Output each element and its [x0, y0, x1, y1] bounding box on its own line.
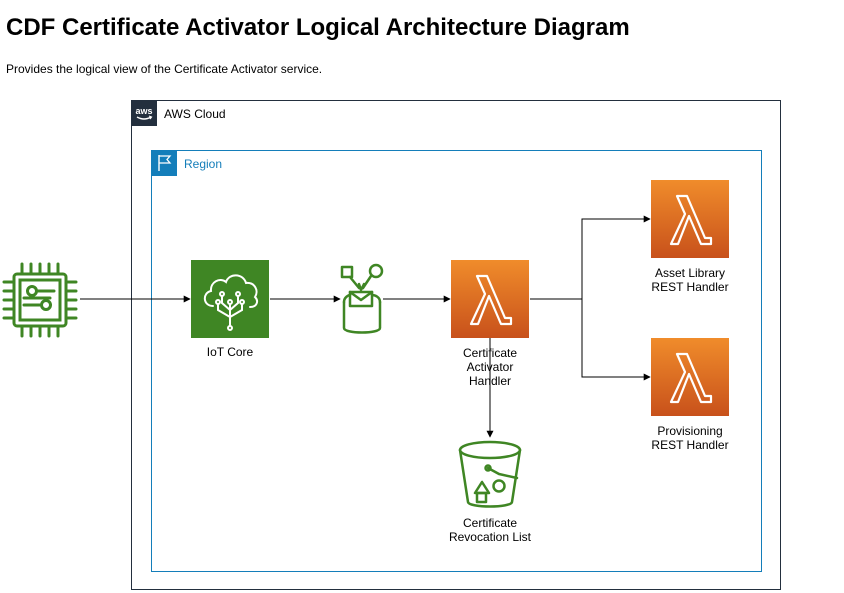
- aws-cloud-group: aws AWS Cloud: [131, 100, 781, 590]
- region-flag-icon: [151, 150, 177, 176]
- asset-library-label: Asset Library REST Handler: [651, 266, 729, 294]
- iot-rule-icon: [339, 262, 385, 336]
- page-subtitle: Provides the logical view of the Certifi…: [6, 62, 323, 76]
- region-group: Region: [151, 150, 762, 572]
- s3-bucket-icon: [455, 438, 525, 510]
- provisioning-lambda-icon: [651, 338, 729, 416]
- iot-core-label: IoT Core: [206, 345, 254, 359]
- page-title: CDF Certificate Activator Logical Archit…: [6, 14, 630, 41]
- asset-library-lambda-icon: [651, 180, 729, 258]
- iot-core-icon: [191, 260, 269, 338]
- activator-lambda-icon: [451, 260, 529, 338]
- iot-device-chip-icon: [0, 260, 80, 338]
- aws-cloud-label: AWS Cloud: [164, 107, 226, 121]
- svg-text:aws: aws: [135, 106, 152, 116]
- aws-logo-icon: aws: [131, 100, 157, 126]
- activator-label: Certificate Activator Handler: [462, 346, 518, 388]
- region-label: Region: [184, 157, 223, 171]
- provisioning-label: Provisioning REST Handler: [651, 424, 729, 452]
- crl-bucket-label: Certificate Revocation List: [448, 516, 532, 544]
